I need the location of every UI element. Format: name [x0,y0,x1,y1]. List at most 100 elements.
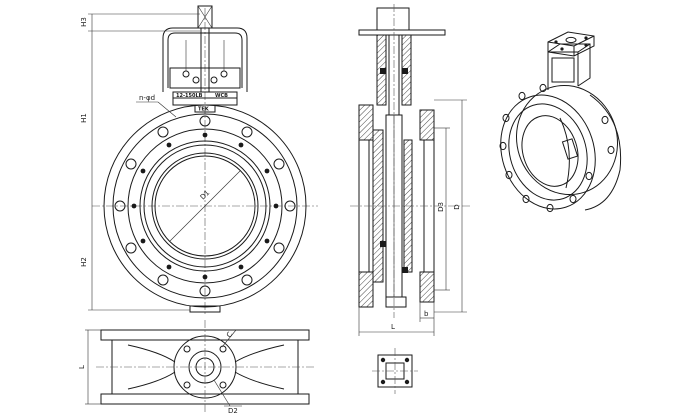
screw-dot [166,142,172,148]
front-disc-outer [151,152,259,260]
bottom-l-label: L [78,365,86,369]
d2-leader [213,379,231,407]
nameplate-tag [194,104,216,113]
iso-top-plate [547,31,595,57]
front-seat-inner [143,144,267,268]
l-label: L [391,323,395,331]
bracket-nut [192,76,200,84]
iso-bolt-hole [505,170,513,180]
bolt-hole [273,158,285,170]
front-seat-outer [139,140,271,272]
screw-dot [140,238,146,244]
screw-dot [238,142,244,148]
bolt-hole [241,126,253,138]
iso-bolt-hole [569,194,577,204]
bottom-bolt [183,345,191,353]
bolt-hole [241,274,253,286]
d1-label: D1 [199,189,212,202]
bracket-nut [182,70,190,78]
iso-bolt-hole [499,141,507,151]
iso-stem-top [565,36,577,44]
bolt-hole [114,200,126,212]
screw-dot [273,203,279,209]
iso-disc-hub [561,138,579,160]
nameplate-rating: 12-150LB [176,93,203,99]
screw-dot [202,132,208,138]
h2-label: H2 [80,257,88,267]
bottom-bolt [183,381,191,389]
bolt-hole [284,200,296,212]
bracket-nut [210,76,218,84]
iso-front-flange-inner [508,103,588,201]
iso-bolt-hole [539,83,547,93]
iso-body-right [584,94,622,211]
iso-bolt-hole [522,194,530,204]
right-flange-lower [419,271,435,303]
bolt-hole [125,242,137,254]
front-view: D1 [80,5,318,315]
d-label: D [453,204,461,209]
bolt-callout-leader [157,101,177,118]
iso-front-flange-outer [500,94,596,210]
front-body-ring [127,128,283,284]
flange-bolt-holes [114,115,296,297]
iso-top-bolt [560,47,564,51]
bracket-base [169,67,241,89]
front-flange-ring [112,113,298,299]
nameplate-brand: TEK [198,107,210,113]
bracket-nut [220,70,228,78]
iso-top-bolt [554,40,558,44]
bolt-hole [199,115,211,127]
iso-bracket-window [551,57,575,83]
bolt-hole [125,158,137,170]
bolt-callout-label: n-φd [139,94,155,102]
screw-dot [264,238,270,244]
iso-top-bolt [584,43,588,47]
right-flange-upper [419,109,435,141]
front-disc-inner [154,155,256,257]
iso-bolt-holes [499,83,615,213]
side-bolt-marker [380,68,386,74]
side-bolt-marker [402,267,408,273]
iso-bolt-hole [518,91,526,101]
h3-label: H3 [80,17,88,27]
iso-bore [521,115,579,187]
d1-dimension-line [169,170,241,242]
left-flange-upper [358,104,374,141]
b-label: b [424,310,429,318]
side-section-view: D3 D L b [350,4,470,336]
bolt-hole [273,242,285,254]
stem-shaft [200,27,210,93]
stem-cross [197,5,213,29]
bottom-bolt [219,381,227,389]
side-bolt-marker [380,241,386,247]
stem-detail-bolt [380,379,386,385]
bottom-cap [385,296,407,308]
screw-dot [131,203,137,209]
screw-dot [238,264,244,270]
retainer-screws [131,132,279,280]
iso-bolt-hole [585,171,593,181]
iso-bracket [547,43,591,90]
c-leader [221,329,237,348]
iso-top-bolt [584,36,588,40]
screw-dot [140,168,146,174]
screw-dot [166,264,172,270]
bottom-bolt [219,345,227,353]
bolt-hole [199,285,211,297]
bolt-hole [157,126,169,138]
h1-label: H1 [80,113,88,123]
stem-detail-bolt [404,379,410,385]
iso-bolt-hole [607,145,615,155]
iso-bolt-hole [546,203,554,213]
screw-dot [264,168,270,174]
bottom-body-contour-top [127,344,285,363]
nameplate-material: WCB [215,93,228,99]
bottom-lug [189,305,221,313]
side-top-plate [358,29,446,36]
iso-bolt-hole [601,115,609,125]
screw-dot [202,274,208,280]
iso-bolt-hole [502,113,510,123]
mounting-bracket-inner [167,32,243,88]
